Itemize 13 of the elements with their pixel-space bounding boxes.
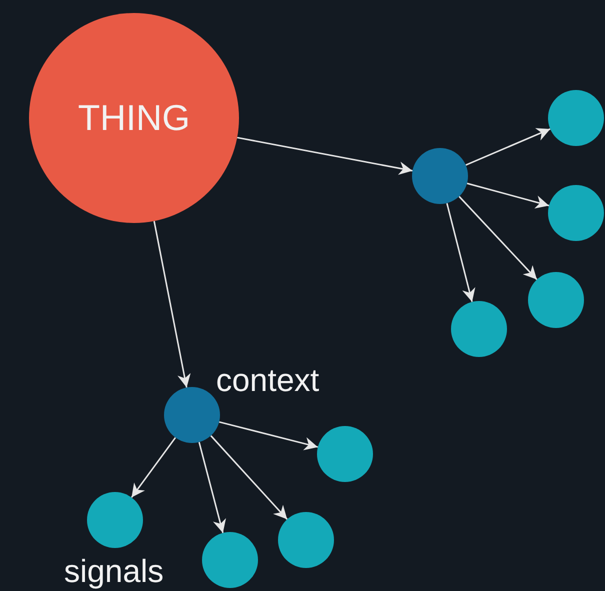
arrow <box>210 435 288 520</box>
node-caption: context <box>216 361 320 400</box>
arrow <box>130 437 176 498</box>
node-caption: signals <box>64 552 164 591</box>
arrow <box>218 421 318 450</box>
arrow <box>465 128 551 166</box>
node-label: THING <box>78 96 190 140</box>
arrow <box>446 202 476 302</box>
arrow <box>198 442 226 534</box>
arrow <box>466 182 550 209</box>
arrow <box>153 220 191 388</box>
arrow <box>458 196 538 280</box>
arrow <box>237 136 413 175</box>
